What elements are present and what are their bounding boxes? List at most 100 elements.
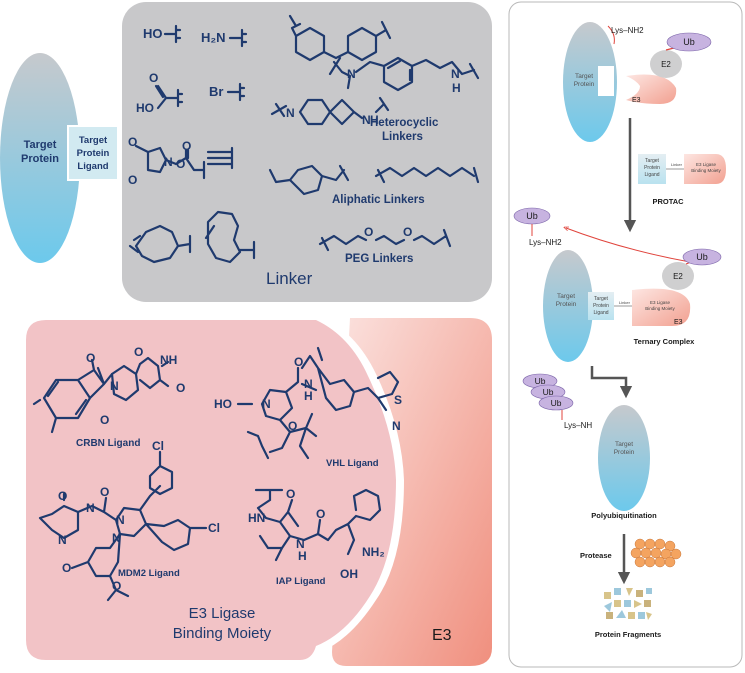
target-protein-step1: Target Protein: [563, 22, 617, 142]
svg-text:Target: Target: [594, 296, 609, 302]
arrow-elbow: [590, 366, 633, 399]
svg-text:N: N: [392, 419, 401, 433]
svg-text:O: O: [294, 355, 303, 369]
e3-title-2: Binding Moiety: [173, 625, 272, 642]
svg-text:OH: OH: [340, 567, 358, 581]
svg-text:NH: NH: [160, 353, 177, 367]
svg-text:Ub: Ub: [535, 376, 546, 386]
svg-text:Ub: Ub: [696, 252, 708, 262]
svg-text:N: N: [451, 67, 460, 81]
svg-text:O: O: [403, 225, 412, 239]
svg-text:Ub: Ub: [683, 37, 695, 47]
svg-text:N: N: [86, 501, 95, 515]
e3-title-1: E3 Ligase: [189, 605, 256, 622]
svg-text:N: N: [347, 67, 356, 81]
cyclooctyne-linker: [128, 224, 192, 264]
svg-text:HO: HO: [214, 397, 232, 411]
svg-text:E3: E3: [632, 97, 641, 104]
ternary-e2: E2: [662, 262, 694, 290]
ub-transfer-arrow: [566, 228, 691, 263]
cyclooctene-linker: [204, 210, 256, 264]
piperazine-piperidine-linker: N: [288, 14, 392, 62]
dimethylamine-benzyl-linker: N N H: [328, 56, 480, 95]
alkyl-chain-linker: [374, 166, 480, 184]
iap-label: IAP Ligand: [276, 576, 326, 587]
bromo-linker: Br: [209, 82, 246, 102]
svg-text:O: O: [112, 579, 121, 593]
svg-text:N: N: [112, 531, 121, 545]
mechanism-panel: Target Protein Lys–NH2 E3 E2 Ub Target P…: [508, 1, 743, 668]
iap-ligand: HN O N H O NH₂ OH IAP Ligand: [248, 487, 385, 587]
svg-text:O: O: [149, 71, 158, 85]
ternary-ub: Ub: [682, 248, 722, 266]
heterocyclic-label-2: Linkers: [382, 131, 423, 143]
ternary-label: Ternary Complex: [634, 337, 696, 346]
ternary-e3: E3 Ligase Binding Moiety E3: [632, 288, 691, 326]
svg-text:Linker: Linker: [619, 300, 631, 305]
svg-text:HO: HO: [136, 101, 154, 115]
svg-text:O: O: [182, 139, 191, 153]
ternary-protac: Target Protein Ligand Linker: [588, 292, 632, 320]
target-protein-ligand-box: Target Protein Ligand: [67, 125, 119, 181]
e2-step1: E2: [650, 50, 682, 78]
protease-cluster: [630, 538, 682, 568]
lys-nh2-label-2: Lys–NH2: [529, 238, 562, 247]
svg-text:Ligand: Ligand: [593, 310, 608, 316]
e3-panel: E3 O O N NH O O CRBN Ligand HO N O O N H…: [22, 316, 492, 666]
svg-text:O: O: [134, 345, 143, 359]
svg-text:Target: Target: [557, 293, 575, 300]
protac-label: PROTAC: [652, 197, 684, 206]
svg-text:E3 Ligase: E3 Ligase: [650, 300, 671, 305]
svg-text:N: N: [58, 533, 67, 547]
tpl-line-2: Protein: [77, 148, 110, 159]
crbn-ligand: O O N NH O O CRBN Ligand: [32, 345, 185, 449]
svg-text:O: O: [100, 485, 109, 499]
svg-text:H: H: [370, 113, 379, 127]
svg-text:Protein: Protein: [644, 165, 660, 171]
svg-text:Br: Br: [209, 84, 223, 99]
polyub-chain: Ub Ub Ub: [522, 373, 574, 411]
svg-text:H: H: [304, 389, 313, 403]
svg-text:O: O: [128, 135, 137, 149]
svg-text:E2: E2: [673, 272, 683, 281]
vhl-label: VHL Ligand: [326, 458, 379, 469]
svg-text:Protein: Protein: [593, 303, 609, 309]
svg-text:E2: E2: [661, 60, 671, 69]
heterocyclic-label-1: Heterocyclic: [370, 117, 439, 129]
protease-label: Protease: [580, 551, 612, 560]
svg-text:N: N: [362, 113, 371, 127]
svg-text:O: O: [286, 487, 295, 501]
target-protein-main: Target Protein: [0, 53, 80, 263]
protac-molecule: Target Protein Ligand Linker E3 Ligase B…: [638, 154, 726, 206]
linker-panel: HO H₂N N O HO Br N N H: [122, 2, 492, 302]
svg-text:Linker: Linker: [671, 162, 683, 167]
svg-text:Ub: Ub: [543, 387, 554, 397]
e3-step1: E3: [626, 74, 677, 104]
svg-text:N: N: [262, 397, 271, 411]
svg-text:Ub: Ub: [551, 398, 562, 408]
mdm2-ligand: O N N O N N Cl Cl O O MDM2 Ligand: [38, 439, 220, 602]
protein-fragments: [604, 588, 652, 620]
e3-label: E3: [432, 627, 452, 644]
svg-text:O: O: [86, 351, 95, 365]
svg-text:O: O: [176, 157, 185, 171]
svg-text:E3 Ligase: E3 Ligase: [696, 162, 717, 167]
svg-text:N: N: [286, 106, 295, 120]
lys-nh2-label-1: Lys–NH2: [611, 26, 644, 35]
svg-text:Target: Target: [615, 441, 633, 448]
svg-text:N: N: [304, 377, 313, 391]
ub-released: Ub: [513, 207, 551, 225]
svg-text:HO: HO: [143, 26, 163, 41]
peg-linker: O O: [318, 225, 452, 252]
svg-text:Target: Target: [575, 73, 593, 80]
spiro-amine-linker: N N H: [270, 96, 390, 127]
svg-text:H: H: [452, 81, 461, 95]
cyclohexyl-linker: [268, 164, 350, 196]
ternary-target-protein: Target Protein: [543, 250, 593, 362]
peg-label: PEG Linkers: [345, 253, 413, 265]
polyub-target-protein: Target Protein: [598, 405, 650, 511]
svg-text:S: S: [394, 393, 402, 407]
svg-text:Cl: Cl: [152, 439, 164, 453]
amine-linker: H₂N: [201, 28, 248, 48]
